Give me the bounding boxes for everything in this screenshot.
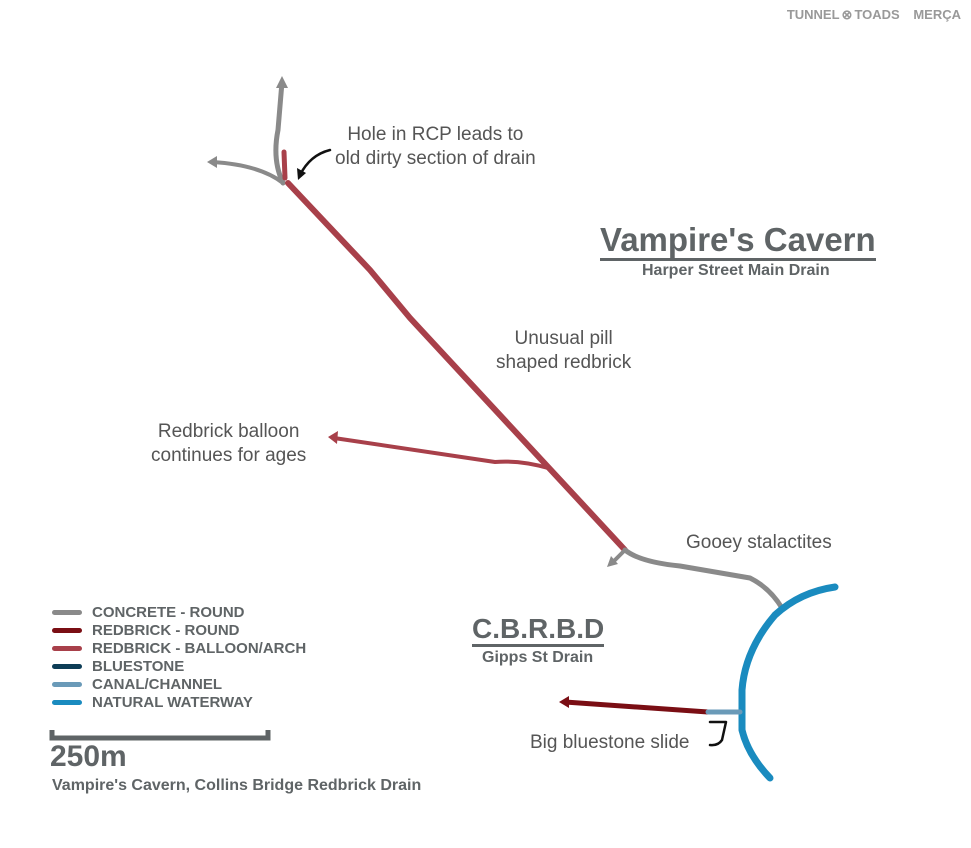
legend-swatch: [52, 681, 82, 687]
legend-label: CANAL/CHANNEL: [92, 675, 222, 693]
map-caption: Vampire's Cavern, Collins Bridge Redbric…: [52, 777, 422, 794]
main-subtitle: Harper Street Main Drain: [642, 262, 830, 279]
logo: TUNNEL⊗TOADS MERÇA: [787, 7, 961, 23]
arrowheads: [207, 76, 618, 708]
legend-swatch: [52, 609, 82, 615]
natural-waterway: [738, 583, 839, 782]
arrow-redbrick-round-icon: [559, 696, 569, 708]
concrete-west-branch: [211, 160, 285, 185]
main-title: Vampire's Cavern: [600, 222, 876, 261]
annotation-arrow-rcp: [298, 148, 332, 177]
second-title: C.B.R.B.D: [472, 614, 605, 647]
arrow-rcp-head-icon: [297, 168, 306, 180]
second-subtitle: Gipps St Drain: [482, 649, 594, 666]
arrow-west-icon: [207, 156, 217, 168]
annotation-bracket-slide: [708, 720, 728, 747]
arrow-north-icon: [276, 76, 288, 88]
scale-bar: [49, 730, 271, 741]
redbrick-balloon-branch: [332, 436, 550, 470]
logo-partner: MERÇA: [913, 7, 961, 22]
redbrick-main-drain: [285, 180, 628, 553]
legend-label: BLUESTONE: [92, 657, 185, 675]
redbrick-stub: [281, 149, 288, 181]
legend-label: CONCRETE - ROUND: [92, 603, 245, 621]
legend-swatch: [52, 663, 82, 669]
legend-label: REDBRICK - ROUND: [92, 621, 240, 639]
scale-label: 250m: [50, 740, 127, 773]
logo-brand: TUNNEL: [786, 7, 840, 22]
note-gooey: Gooey stalactites: [686, 532, 832, 553]
legend-label: NATURAL WATERWAY: [92, 693, 253, 711]
logo-brand2: TOADS: [854, 7, 900, 22]
legend-label: REDBRICK - BALLOON/ARCH: [92, 639, 307, 657]
arrow-lower-icon: [607, 556, 618, 567]
logo-toad-icon: ⊗: [841, 7, 853, 22]
concrete-north-branch: [273, 79, 286, 186]
legend-swatch: [52, 627, 82, 633]
note-slide: Big bluestone slide: [530, 732, 690, 753]
arrow-balloon-icon: [328, 431, 338, 444]
legend-swatch: [52, 645, 82, 651]
redbrick-round-drain: [562, 699, 711, 715]
concrete-lower-drain: [622, 547, 785, 611]
legend-swatch: [52, 699, 82, 705]
